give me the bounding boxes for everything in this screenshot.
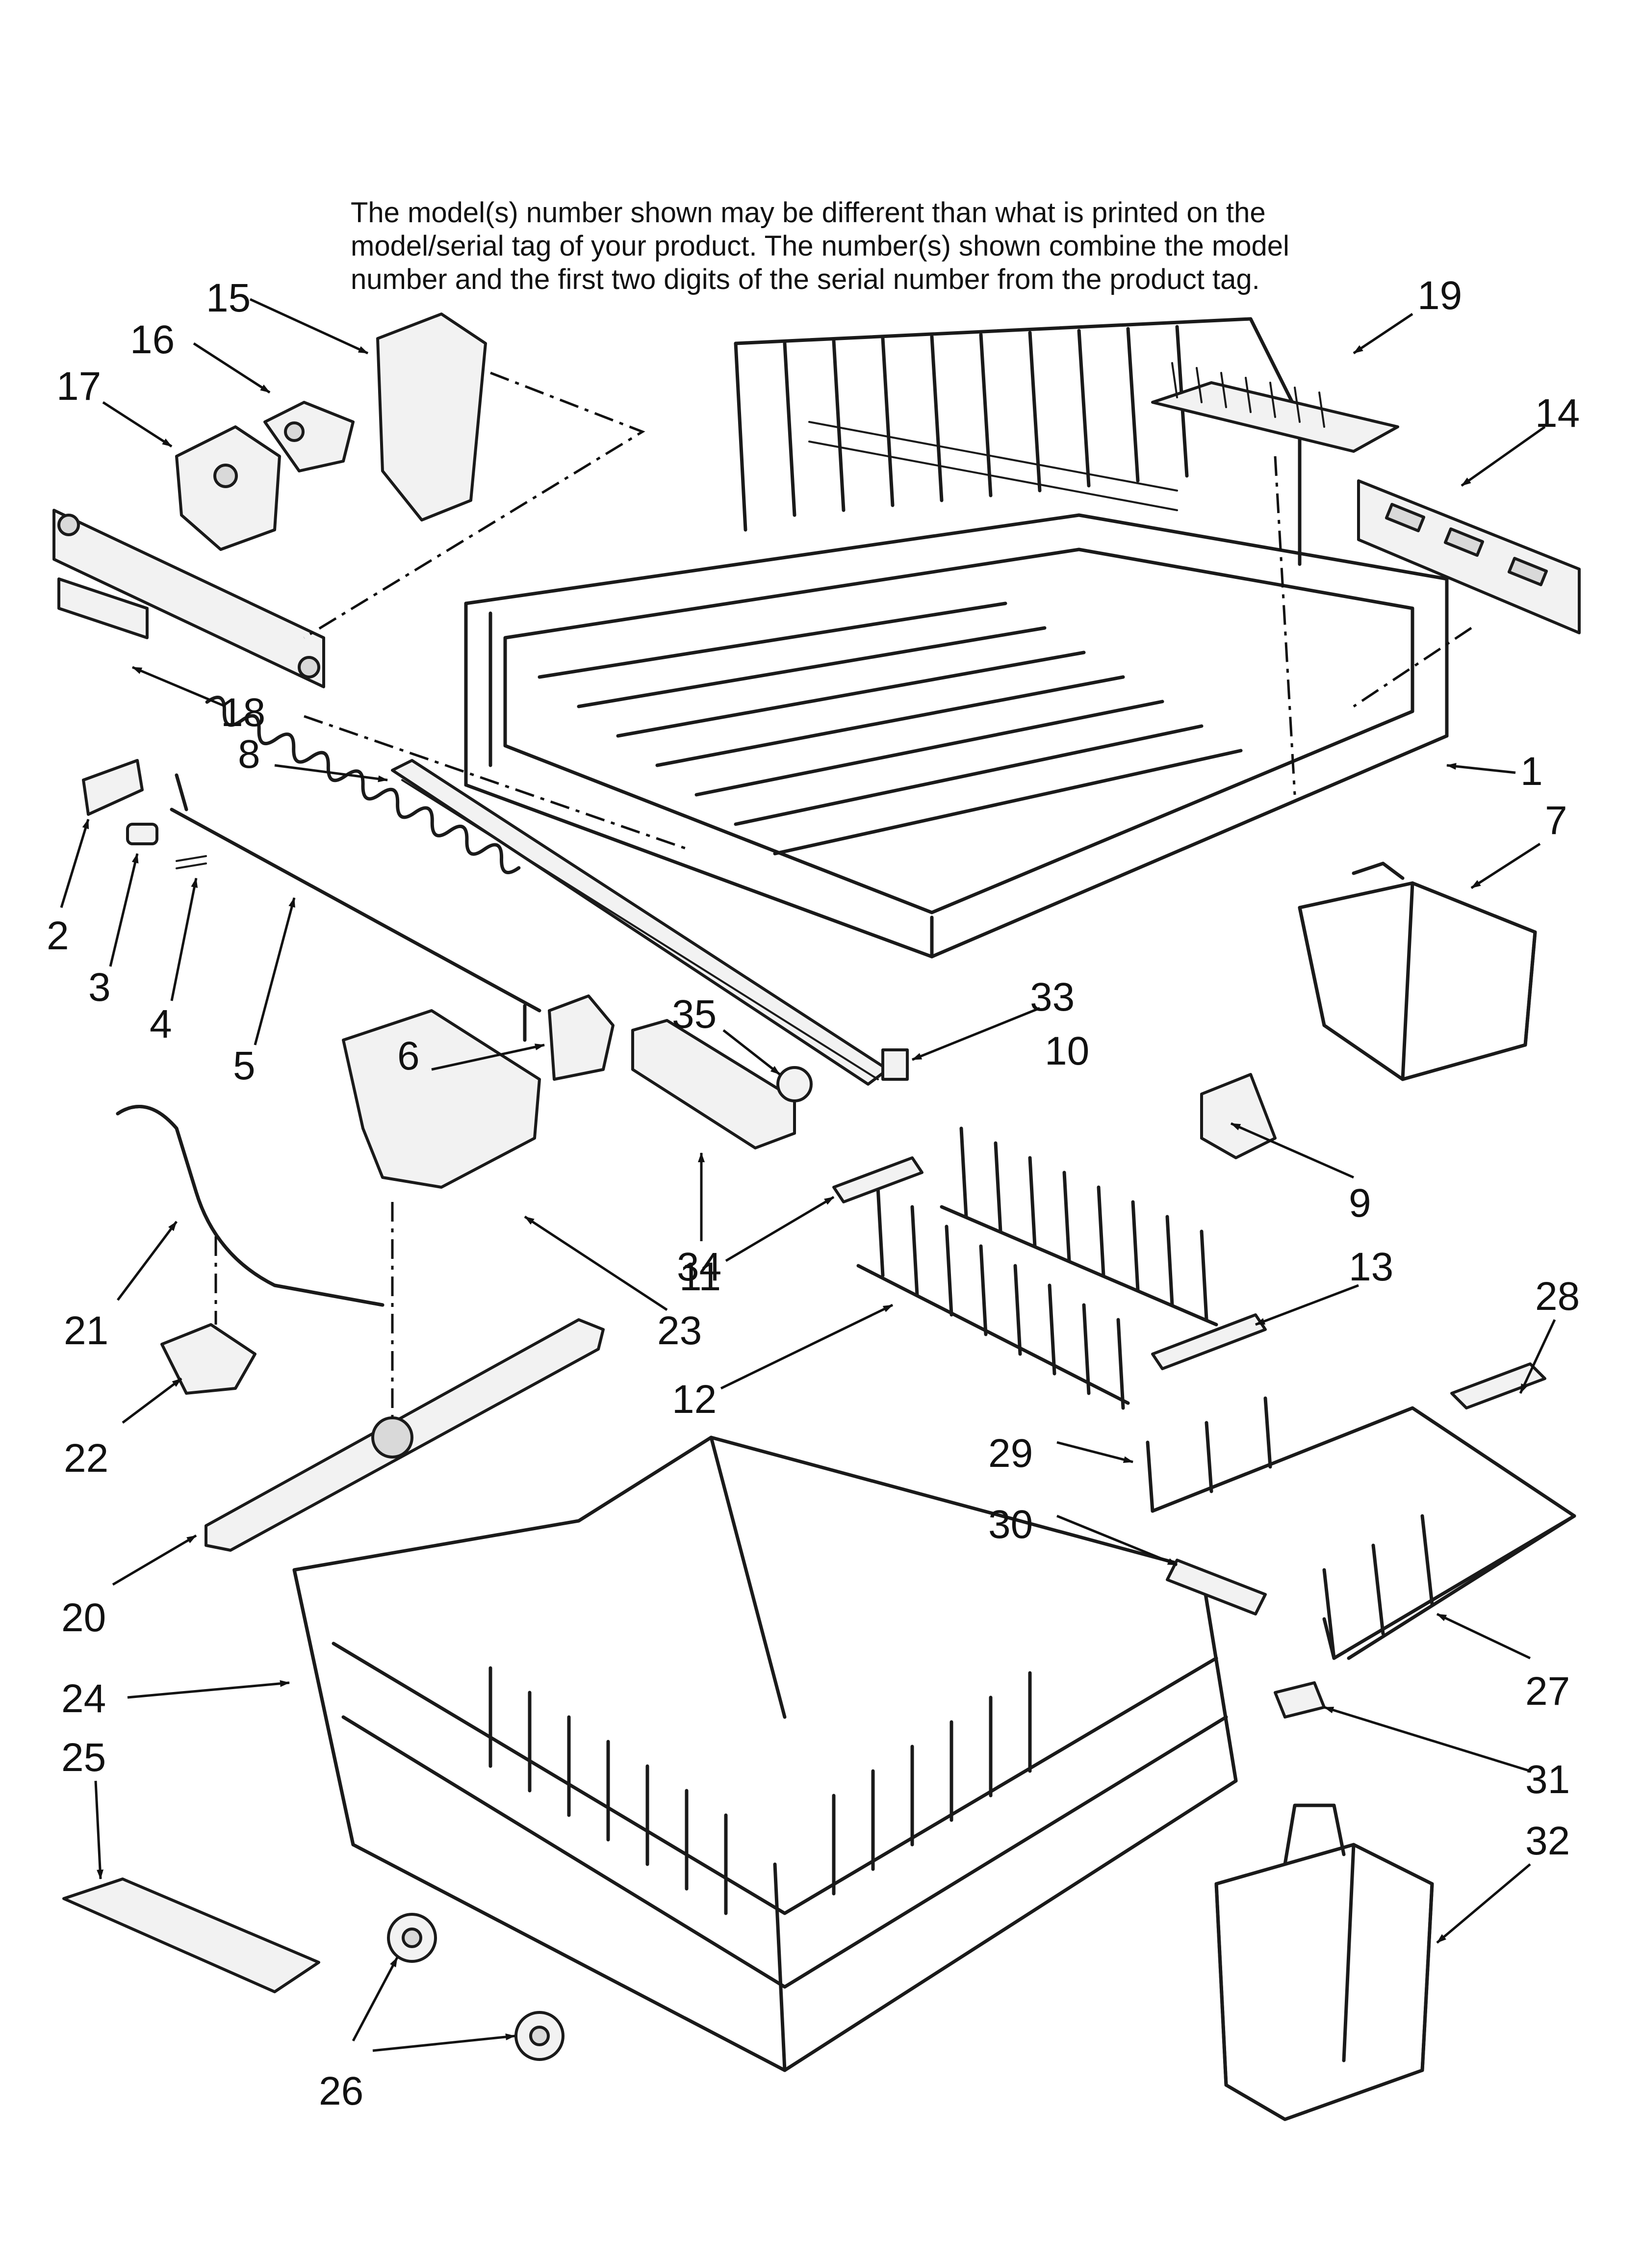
upper-rack [464,317,1449,959]
tine-pivot-lower [1151,1313,1267,1370]
callout-5: 5 [233,1043,256,1088]
assembly-line-rail [1353,626,1472,708]
callout-22: 22 [64,1436,108,1481]
callout-3: 3 [88,965,111,1010]
assembly-line-upper-right [1274,456,1296,795]
tine-clip-small [1274,1681,1326,1719]
adjuster-assembly [52,313,487,688]
callout-18: 18 [221,690,265,735]
rack-adjuster-rail [1357,479,1581,634]
cutlery-basket [1214,1803,1434,2121]
feed-tube [116,1105,385,1307]
callout-7: 7 [1545,798,1567,843]
upper-tine-row [1151,362,1399,453]
callout-14: 14 [1535,391,1580,436]
callout-32: 32 [1525,1819,1570,1863]
callout-8: 8 [238,732,260,777]
note-line-3: number and the first two digits of the s… [351,263,1260,295]
tine-clip-upper [1450,1362,1546,1409]
rack-wheel-left-hub [402,1928,422,1948]
callout-numbers: 15 16 17 19 14 18 8 1 7 2 3 4 5 6 35 33 … [47,273,1580,2113]
callout-16: 16 [130,317,175,362]
callout-21: 21 [64,1308,108,1353]
callout-31: 31 [1525,1757,1570,1802]
spring-rod [170,696,541,1042]
spray-arm-hub [371,1416,413,1459]
assembly-line-upper-left [303,371,645,639]
lower-rack [292,1435,1238,2072]
callout-30: 30 [988,1502,1033,1547]
callout-6: 6 [397,1034,420,1078]
callout-20: 20 [61,1595,106,1640]
folding-tine-assembly [1146,1396,1576,1660]
small-hardware [82,759,207,869]
callout-11-label: 11 [679,1254,721,1299]
track-ball [776,1066,813,1102]
tube-connector [160,1323,257,1395]
callout-25: 25 [61,1735,106,1780]
tine-row-upper [940,1126,1218,1327]
callout-15: 15 [206,276,251,320]
callout-13: 13 [1349,1245,1393,1289]
rack-clip [1200,1073,1277,1159]
track-cap [631,1019,796,1149]
callout-17: 17 [56,364,101,409]
note-line-2: model/serial tag of your product. The nu… [351,230,1289,262]
callout-26: 26 [319,2069,363,2113]
model-number-note: The model(s) number shown may be differe… [351,196,1332,296]
callout-12: 12 [672,1377,717,1422]
callout-29: 29 [988,1431,1033,1476]
leader-lines [60,298,1556,2052]
rack-wheel-right-hub [529,2026,550,2046]
callout-10: 10 [1045,1029,1089,1073]
callout-33: 33 [1030,975,1075,1019]
tine-clip-lower [1166,1559,1267,1616]
callout-4: 4 [150,1002,172,1046]
callout-34: 34 [677,1245,721,1289]
callout-27: 27 [1525,1669,1570,1714]
callout-9: 9 [1349,1181,1371,1225]
tine-row-lower [856,1185,1130,1410]
callout-35: 35 [672,992,717,1037]
small-basket [1298,861,1537,1081]
tine-pivot-upper [832,1156,924,1203]
callout-2: 2 [47,913,69,958]
callout-1: 1 [1520,749,1543,794]
callout-19: 19 [1417,273,1462,318]
manifold [342,1009,541,1189]
callout-28: 28 [1535,1274,1580,1319]
track-end-stop [881,1048,909,1081]
track-stop-clip [548,994,615,1081]
lower-tine-row [62,1877,320,1993]
callout-23: 23 [657,1308,702,1353]
feed-tube-outline [116,1105,385,1307]
assembly-line-upper-mid [304,715,687,850]
callout-24: 24 [61,1676,106,1721]
note-line-1: The model(s) number shown may be differe… [351,197,1266,229]
